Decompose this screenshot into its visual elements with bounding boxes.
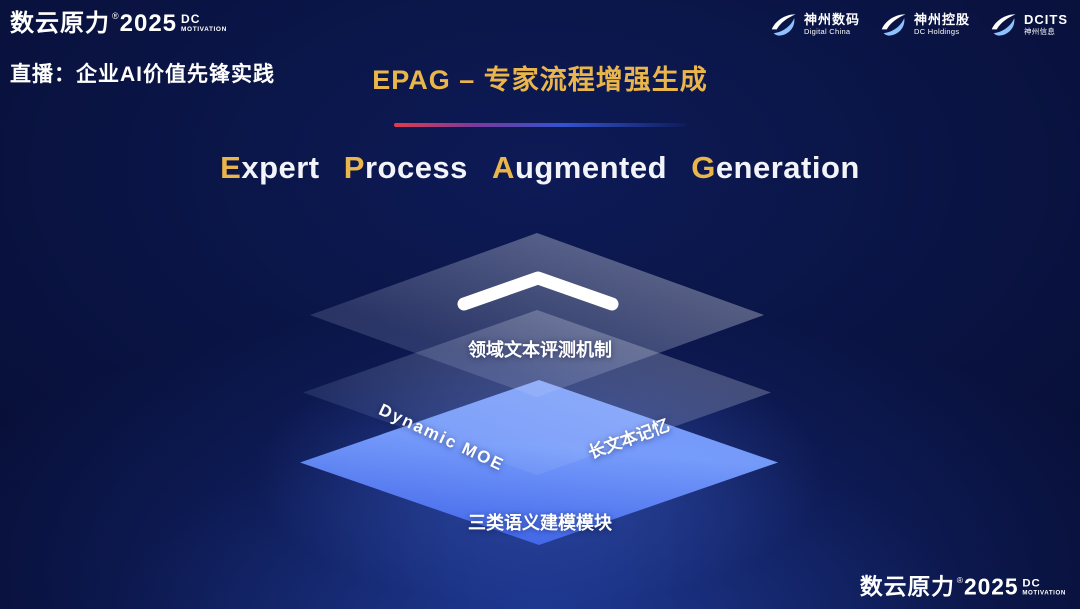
swoosh-icon <box>991 14 1016 36</box>
brand-name: 数云原力 <box>10 10 110 37</box>
partner-text: 神州控股 DC Holdings <box>913 12 970 37</box>
partner-dcits: DCITS 神州信息 <box>988 10 1068 40</box>
heading-initial: A <box>492 150 515 185</box>
brand-motivation-text: MOTIVATION <box>1022 589 1066 597</box>
partner-logos: 神州数码 Digital China 神州控股 DC Holdings DCIT… <box>768 10 1068 40</box>
partner-name: 神州控股 <box>913 12 970 28</box>
brand-dc-text: DC <box>1022 576 1041 590</box>
partner-text: DCITS 神州信息 <box>1024 12 1068 37</box>
partner-subtitle: 神州信息 <box>1024 27 1056 37</box>
brand-logo-bottom-right: 数云原力®2025 DC MOTIVATION <box>860 576 1066 599</box>
partner-name: DCITS <box>1024 12 1068 28</box>
brand-dc-motivation: DC MOTIVATION <box>1022 577 1066 596</box>
heading-initial: E <box>220 150 242 185</box>
heading-word: Generation <box>691 150 860 185</box>
brand-year: 2025 <box>964 574 1019 600</box>
registered-mark: ® <box>956 575 964 585</box>
swoosh-icon <box>771 14 796 36</box>
partner-subtitle: Digital China <box>803 27 851 37</box>
partner-dc-holdings: 神州控股 DC Holdings <box>878 10 970 40</box>
heading-initial: P <box>343 150 365 185</box>
brand-name: 数云原力 <box>859 574 955 600</box>
heading-rest: xpert <box>241 150 320 185</box>
heading-rest: eneration <box>715 150 860 185</box>
heading-word: Augmented <box>492 150 667 185</box>
gradient-divider <box>394 123 686 127</box>
heading-initial: G <box>691 150 716 185</box>
partner-digital-china: 神州数码 Digital China <box>768 10 860 40</box>
heading-word: Process <box>344 150 468 185</box>
brand-dc-text: DC <box>181 12 201 26</box>
partner-text: 神州数码 Digital China <box>803 12 860 37</box>
english-heading: Expert Process Augmented Generation <box>0 150 1080 186</box>
partner-name: 神州数码 <box>803 12 860 28</box>
brand-logo-top-left: 数云原力®2025 DC MOTIVATION <box>10 12 227 36</box>
heading-word: Expert <box>220 150 320 185</box>
slide-title: EPAG – 专家流程增强生成 <box>372 65 708 95</box>
registered-mark: ® <box>112 11 119 21</box>
heading-rest: ugmented <box>514 150 668 185</box>
brand-dc-motivation: DC MOTIVATION <box>181 13 227 34</box>
heading-rest: rocess <box>364 150 468 185</box>
partner-subtitle: DC Holdings <box>913 27 960 37</box>
brand-motivation-text: MOTIVATION <box>181 26 227 33</box>
live-label: 直播：企业AI价值先锋实践 <box>10 63 275 86</box>
swoosh-icon <box>881 14 906 36</box>
brand-year: 2025 <box>119 10 178 37</box>
